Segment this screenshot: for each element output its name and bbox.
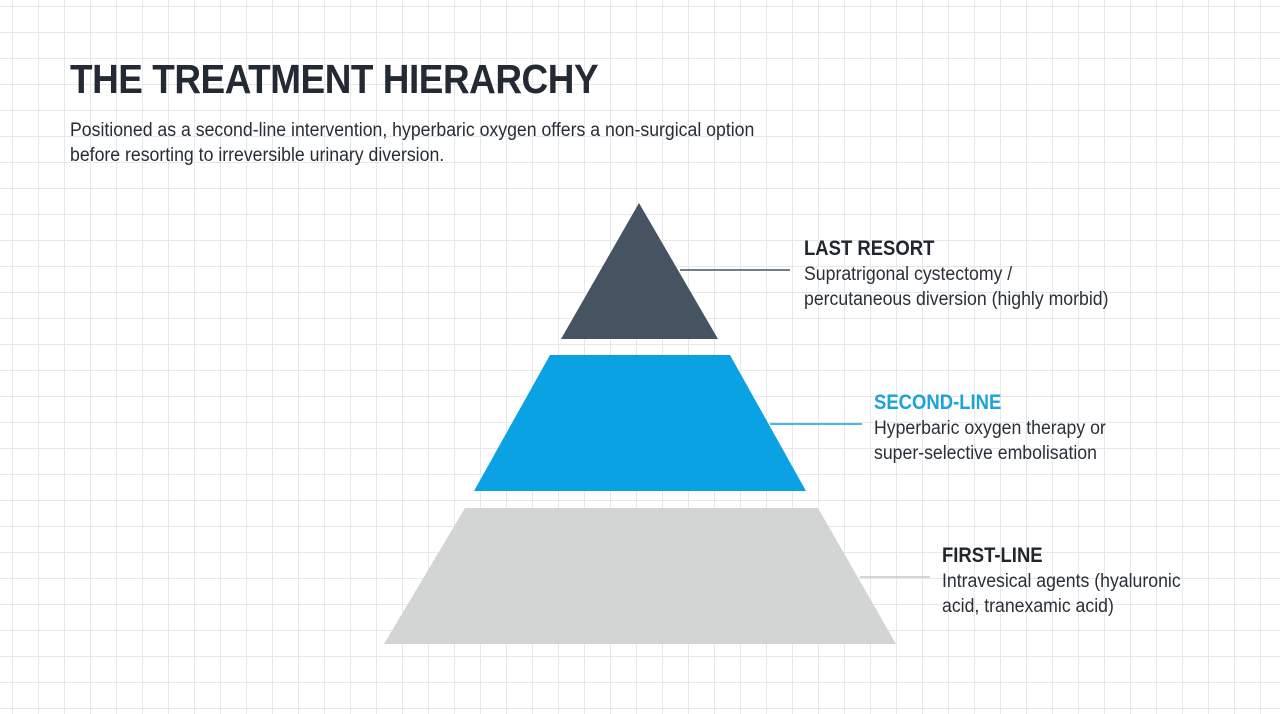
page-subtitle: Positioned as a second-line intervention… bbox=[70, 120, 755, 166]
tier-description-line: Hyperbaric oxygen therapy or bbox=[874, 418, 1106, 439]
tier-description-line: acid, tranexamic acid) bbox=[942, 596, 1114, 617]
tier-last-resort bbox=[561, 203, 718, 339]
tier-description-line: super-selective embolisation bbox=[874, 443, 1097, 464]
tier-second-line bbox=[474, 355, 806, 491]
tier-description-line: Supratrigonal cystectomy / bbox=[804, 264, 1013, 285]
tier-heading-last-resort: LAST RESORT bbox=[804, 237, 935, 260]
tier-description-line: percutaneous diversion (highly morbid) bbox=[804, 289, 1109, 310]
tier-label-second-line: SECOND-LINE Hyperbaric oxygen therapy or… bbox=[874, 390, 1123, 466]
page-title: THE TREATMENT HIERARCHY bbox=[70, 56, 599, 102]
tier-first-line bbox=[384, 508, 896, 644]
tier-label-last-resort: LAST RESORT Supratrigonal cystectomy / p… bbox=[804, 236, 1131, 312]
tier-label-first-line: FIRST-LINE Intravesical agents (hyaluron… bbox=[942, 543, 1199, 619]
tier-description-line: Intravesical agents (hyaluronic bbox=[942, 571, 1181, 592]
tier-heading-second-line: SECOND-LINE bbox=[874, 391, 1002, 414]
tier-heading-first-line: FIRST-LINE bbox=[942, 544, 1043, 567]
